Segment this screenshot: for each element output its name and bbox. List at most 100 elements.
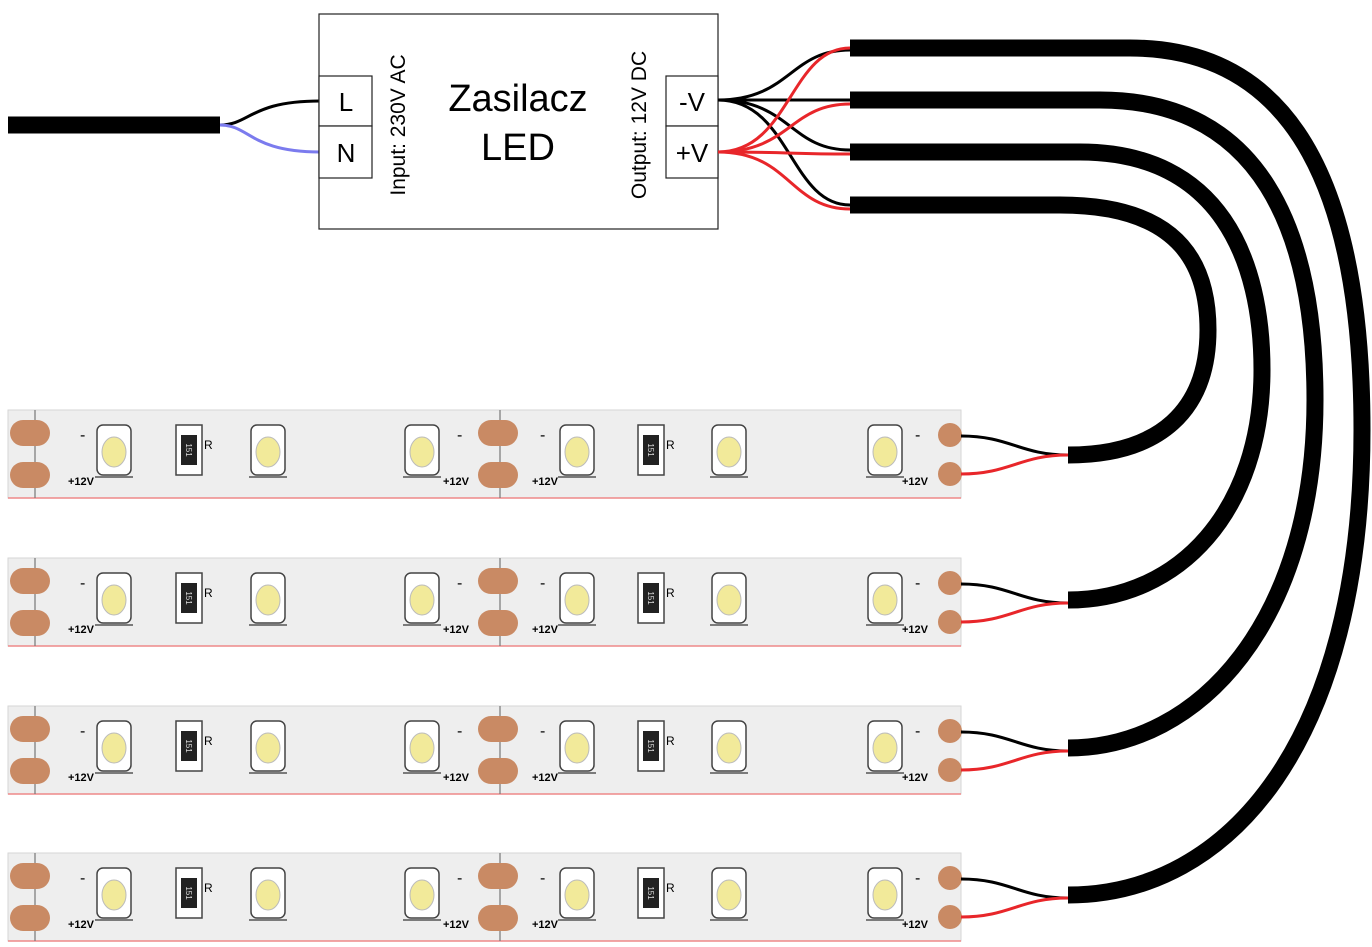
strip-wire-positive	[960, 749, 1069, 772]
cable-strip-1	[850, 196, 1217, 464]
led-chip	[403, 424, 441, 478]
copper-pad	[478, 758, 518, 784]
copper-pad	[478, 568, 518, 594]
minus-mark: -	[457, 723, 462, 740]
live-wire	[219, 99, 321, 127]
terminal-minus-label: -V	[679, 87, 706, 117]
plus-12v-label: +12V	[532, 476, 559, 488]
led-chip	[249, 720, 287, 774]
plus-12v-label: +12V	[902, 624, 929, 636]
led-chip	[866, 867, 904, 921]
plus-12v-label: +12V	[532, 772, 559, 784]
resistor: 151 R	[175, 572, 213, 624]
strip-wire-positive	[960, 896, 1069, 919]
minus-mark: -	[540, 870, 545, 887]
led-chip	[403, 867, 441, 921]
plus-12v-label: +12V	[532, 919, 559, 931]
power-supply: L N -V +V Zasilacz LED Input: 230V AC Ou…	[318, 13, 719, 230]
end-pad-positive	[938, 610, 962, 634]
plus-12v-label: +12V	[68, 624, 95, 636]
led-chip	[95, 572, 133, 626]
resistor-mark: R	[204, 734, 213, 748]
minus-mark: -	[540, 575, 545, 592]
neutral-wire	[219, 123, 321, 154]
resistor-mark: R	[666, 881, 675, 895]
copper-pad	[478, 863, 518, 889]
resistor: 151 R	[175, 867, 213, 919]
input-rating-label: Input: 230V AC	[387, 54, 410, 195]
resistor-code: 151	[184, 739, 193, 753]
cable-strip-3	[850, 91, 1324, 757]
psu-title-line1: Zasilacz	[448, 78, 587, 120]
minus-mark: -	[457, 427, 462, 444]
resistor-code: 151	[184, 443, 193, 457]
psu-title-line2: LED	[481, 127, 555, 169]
strip-wire-negative	[960, 434, 1069, 457]
minus-mark: -	[457, 575, 462, 592]
copper-pad	[10, 905, 50, 931]
minus-mark: -	[915, 870, 920, 887]
terminal-plus-label: +V	[676, 138, 709, 168]
led-chip	[95, 867, 133, 921]
resistor-mark: R	[666, 438, 675, 452]
copper-pad	[478, 610, 518, 636]
minus-mark: -	[915, 723, 920, 740]
led-chip	[866, 720, 904, 774]
resistor-code: 151	[646, 886, 655, 900]
minus-mark: -	[80, 575, 85, 592]
resistor-code: 151	[184, 591, 193, 605]
resistor: 151 R	[175, 720, 213, 772]
plus-12v-label: +12V	[532, 624, 559, 636]
resistor-code: 151	[184, 886, 193, 900]
end-pad-negative	[938, 866, 962, 890]
terminal-n-label: N	[337, 138, 356, 168]
minus-mark: -	[540, 723, 545, 740]
resistor-mark: R	[204, 881, 213, 895]
led-chip	[95, 424, 133, 478]
led-chip	[710, 572, 748, 626]
minus-mark: -	[915, 575, 920, 592]
copper-pad	[10, 420, 50, 446]
led-chip	[866, 424, 904, 478]
led-chip	[403, 720, 441, 774]
copper-pad	[10, 462, 50, 488]
output-wires	[717, 46, 851, 211]
copper-pad	[10, 568, 50, 594]
end-pad-positive	[938, 905, 962, 929]
resistor-mark: R	[204, 586, 213, 600]
end-pad-negative	[938, 719, 962, 743]
plus-12v-label: +12V	[68, 772, 95, 784]
led-chip	[249, 424, 287, 478]
end-pad-positive	[938, 462, 962, 486]
copper-pad	[10, 863, 50, 889]
plus-12v-label: +12V	[68, 476, 95, 488]
output-cables	[850, 39, 1371, 904]
copper-pad	[478, 462, 518, 488]
led-chip	[558, 867, 596, 921]
plus-12v-label: +12V	[443, 624, 470, 636]
plus-12v-label: +12V	[902, 476, 929, 488]
copper-pad	[10, 610, 50, 636]
end-pad-positive	[938, 758, 962, 782]
resistor: 151 R	[637, 867, 675, 919]
led-chip	[403, 572, 441, 626]
led-chip	[249, 572, 287, 626]
copper-pad	[10, 716, 50, 742]
power-supply-box	[318, 13, 719, 230]
minus-mark: -	[80, 870, 85, 887]
plus-12v-label: +12V	[902, 919, 929, 931]
strip-wire-positive	[960, 453, 1069, 476]
end-pad-negative	[938, 423, 962, 447]
led-chip	[95, 720, 133, 774]
resistor-mark: R	[204, 438, 213, 452]
end-pad-negative	[938, 571, 962, 595]
strip-wire-negative	[960, 582, 1069, 605]
led-chip	[249, 867, 287, 921]
cable-strip-4	[850, 39, 1371, 904]
